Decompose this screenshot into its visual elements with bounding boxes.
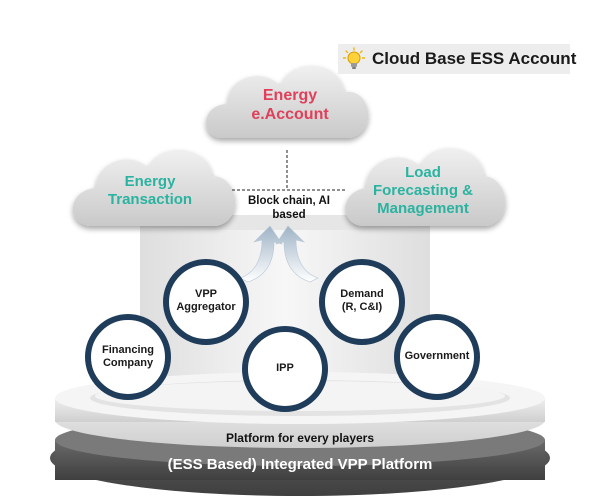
upward-arrows [239,225,319,283]
cloud-load-forecasting [345,148,506,226]
header-banner: Cloud Base ESS Account [338,44,576,74]
platform-subtitle: Platform for every players [225,431,375,445]
cloud-top-line1: Energy [262,87,318,104]
cloud-right-line2: Forecasting & [372,182,474,199]
financing-company-label: Financing Company [88,344,168,370]
cloud-energy-transaction [72,149,236,226]
cloud-right-line1: Load [405,164,441,181]
cloud-energy-transaction-label: Energy Transaction [90,173,210,209]
vpp-line1: VPP [194,288,217,300]
cloud-left-line2: Transaction [107,191,193,208]
connector-lines [232,150,346,191]
circle-demand [319,259,405,345]
circle-financing-company [85,314,171,400]
cloud-load-forecasting-label: Load Forecasting & Management [348,164,498,218]
player-circles [85,259,480,412]
lightbulb-icon [342,47,366,71]
cloud-top-line2: e.Account [251,106,329,124]
ipp-label: IPP [245,362,325,375]
government-label: Government [397,350,477,363]
government-line1: Government [404,350,470,362]
cloud-left-line1: Energy [124,173,176,190]
financing-line2: Company [102,357,154,370]
circle-vpp-aggregator [163,259,249,345]
header-title: Cloud Base ESS Account [372,49,577,68]
vpp-line2: Aggregator [176,301,236,314]
vpp-aggregator-label: VPP Aggregator [166,288,246,314]
cloud-right-line3: Management [377,200,469,217]
financing-line1: Financing [102,344,154,356]
demand-line1: Demand [340,288,384,300]
circle-government [394,314,480,400]
blockchain-ai-label: Block chain, AI based [220,195,358,223]
demand-label: Demand (R, C&I) [322,288,402,314]
cloud-energy-account [206,65,369,138]
circle-ipp [242,326,328,412]
platform-title: (ESS Based) Integrated VPP Platform [167,456,433,473]
center-label-line2: based [272,208,306,221]
ipp-line1: IPP [276,362,294,374]
cloud-energy-account-label: Energy e.Account [230,86,350,124]
demand-line2: (R, C&I) [341,301,383,314]
center-label-line1: Block chain, AI [247,195,330,207]
